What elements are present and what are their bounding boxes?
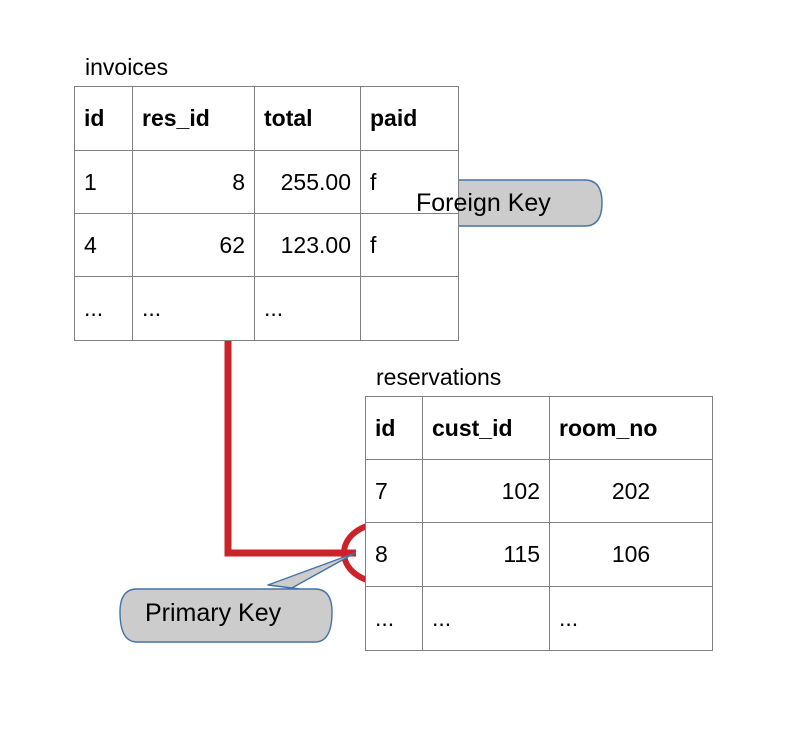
invoices-r0-total: 255.00 [254, 150, 361, 214]
primary-key-callout-shape [119, 552, 356, 643]
invoices-r0-id: 1 [74, 150, 133, 214]
table-row: 7 102 202 [365, 459, 713, 523]
primary-key-callout-label: Primary Key [145, 599, 282, 627]
table-row: ... ... ... [74, 276, 459, 341]
reservations-r1-id: 8 [365, 522, 423, 587]
reservations-col-header-id: id [365, 396, 423, 460]
invoices-r0-res-id: 8 [132, 150, 255, 214]
invoices-header-row: id res_id total paid [74, 86, 459, 151]
invoices-r1-id: 4 [74, 213, 133, 277]
reservations-r1-room-no: 106 [549, 522, 713, 587]
reservations-col-header-room-no: room_no [549, 396, 713, 460]
reservations-r2-cust-id: ... [422, 586, 550, 651]
invoices-r1-res-id: 62 [132, 213, 255, 277]
reservations-table: id cust_id room_no 7 102 202 8 115 106 .… [365, 396, 713, 651]
table-row: 1 8 255.00 f [74, 150, 459, 214]
reservations-r0-cust-id: 102 [422, 459, 550, 523]
table-row: 4 62 123.00 f [74, 213, 459, 277]
invoices-r0-paid: f [360, 150, 459, 214]
reservations-r1-cust-id: 115 [422, 522, 550, 587]
reservations-r2-id: ... [365, 586, 423, 651]
reservations-r2-room-no: ... [549, 586, 713, 651]
invoices-r2-total: ... [254, 276, 361, 341]
invoices-r2-res-id: ... [132, 276, 255, 341]
invoices-col-header-total: total [254, 86, 361, 151]
reservations-table-title: reservations [376, 364, 502, 390]
invoices-table: id res_id total paid 1 8 255.00 f 4 62 1… [74, 86, 459, 341]
invoices-table-title: invoices [85, 54, 169, 80]
table-row: 8 115 106 [365, 522, 713, 587]
reservations-r0-room-no: 202 [549, 459, 713, 523]
reservations-r0-id: 7 [365, 459, 423, 523]
foreign-key-callout-label: Foreign Key [416, 189, 551, 217]
invoices-r2-paid [360, 276, 459, 341]
invoices-r1-total: 123.00 [254, 213, 361, 277]
invoices-r1-paid: f [360, 213, 459, 277]
reservations-col-header-cust-id: cust_id [422, 396, 550, 460]
invoices-col-header-res-id: res_id [132, 86, 255, 151]
invoices-col-header-id: id [74, 86, 133, 151]
table-row: ... ... ... [365, 586, 713, 651]
reservations-header-row: id cust_id room_no [365, 396, 713, 460]
invoices-r2-id: ... [74, 276, 133, 341]
invoices-col-header-paid: paid [360, 86, 459, 151]
primary-key-callout[interactable] [119, 552, 356, 643]
